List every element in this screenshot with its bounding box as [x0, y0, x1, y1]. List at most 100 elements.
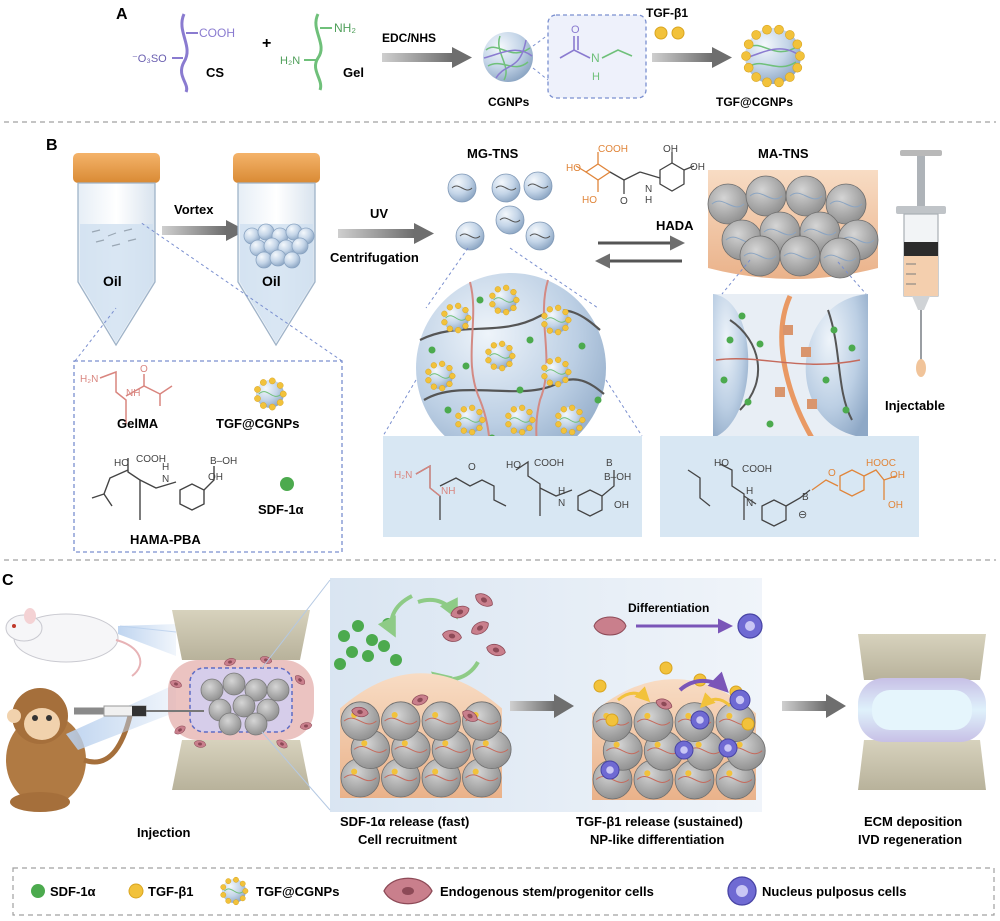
ma-n: N: [746, 498, 753, 509]
hama-ho: HO: [114, 458, 129, 469]
tgf-dot: [268, 403, 276, 411]
injection-label: Injection: [137, 825, 191, 840]
tgf-dot: [605, 713, 619, 727]
tgf-dot: [555, 421, 562, 428]
microsphere: [244, 712, 268, 736]
crosslink-node: [775, 387, 785, 397]
tgf-dot: [695, 741, 702, 748]
tgf-dot: [425, 377, 432, 384]
panel-label-b: B: [46, 137, 58, 154]
tgf-dot: [546, 327, 553, 334]
np-cell: [718, 738, 738, 758]
tgf-dot: [441, 319, 448, 326]
sdf-dot: [526, 336, 534, 344]
hada-structure: COOH HO OH OH HO O N H: [566, 144, 705, 207]
sdf-dot: [444, 406, 452, 414]
tgf-dot: [476, 408, 483, 416]
tgf-dot: [560, 427, 567, 434]
microsphere-network: [465, 774, 499, 782]
tgf-dot: [449, 372, 456, 380]
tgf-dot: [260, 379, 267, 386]
step4-line2: IVD regeneration: [858, 832, 962, 847]
tgf-cgnp: [425, 360, 456, 392]
vortex-arrow: [162, 220, 246, 241]
stem-cell-nucleus: [480, 597, 488, 603]
stem-cell: [193, 740, 207, 748]
tgf-dot: [441, 310, 448, 317]
tgf-dot: [490, 363, 497, 370]
tgf-dot: [644, 712, 651, 720]
mg-o: O: [468, 462, 476, 473]
stem-cell: [442, 630, 462, 642]
tgf-dot: [519, 429, 526, 436]
ma-o: O: [828, 468, 836, 479]
tgf-dot: [489, 292, 496, 299]
microsphere-network: [424, 717, 458, 725]
tgf-dot: [460, 406, 467, 413]
regenerated-disc: [858, 634, 986, 790]
tgf-dot: [233, 899, 239, 906]
sphere-network: [823, 254, 857, 262]
tgf-dot: [576, 424, 583, 432]
tgf-release-arrow: [617, 686, 651, 703]
microsphere-network: [636, 718, 671, 726]
sdf-dot: [720, 376, 728, 384]
step2-line1: SDF-1α release (fast): [340, 814, 469, 829]
tgf-dot: [462, 306, 469, 314]
microsphere-network: [677, 776, 712, 783]
stem-cell-nucleus: [476, 625, 484, 631]
tgf-dot: [741, 51, 751, 61]
tgf-cgnp: [505, 404, 536, 436]
cgnp-strand: [258, 391, 282, 397]
tgf-dot: [774, 24, 784, 35]
gelma-o: O: [140, 364, 148, 375]
tgf-dot: [685, 712, 692, 720]
cgnp-strand: [545, 317, 567, 323]
microsphere-network: [636, 776, 671, 783]
hada-cooh: COOH: [598, 144, 628, 155]
stem-cell-nucleus: [456, 609, 464, 615]
ma-tns-label: MA-TNS: [758, 146, 809, 161]
mg-h2n: H₂N: [394, 470, 412, 481]
stem-cell: [411, 694, 429, 706]
stem-cell: [174, 725, 186, 735]
np-cell-nucleus: [606, 766, 614, 774]
ma-b: B: [802, 492, 809, 503]
cgnp-strand: [559, 417, 581, 423]
np-cell-nucleus: [680, 746, 688, 754]
tgf-dot: [499, 340, 506, 347]
tgf-dot: [220, 892, 227, 898]
spine-injection: [74, 610, 314, 790]
tgf-dot: [529, 416, 536, 424]
legend-np: Nucleus pulposus cells: [762, 884, 907, 899]
arrow-c2: [782, 694, 846, 718]
sdf-dot: [578, 342, 586, 350]
mg-tns-zoom: [382, 247, 643, 463]
tgf-cgnp: [541, 304, 572, 336]
crosslink-node: [807, 399, 817, 409]
stem-cell-nucleus: [357, 709, 363, 715]
cgnp-particle: [483, 32, 533, 82]
sdf-dot: [346, 646, 358, 658]
ma-tns-zoom: [713, 259, 868, 440]
tgf-dot: [569, 404, 576, 411]
tgf-dot: [685, 770, 692, 777]
tgf-dot: [555, 412, 562, 419]
hydrogel-differentiation: [592, 679, 766, 800]
hama-oh: OH: [208, 472, 223, 483]
tgf-dot: [569, 429, 576, 436]
sdf-dot: [462, 362, 470, 370]
tgf-dot: [510, 288, 517, 296]
step2-line2: Cell recruitment: [358, 832, 458, 847]
tgf-beads-a: [654, 26, 685, 40]
tgf-dot: [555, 381, 562, 388]
hama-cooh: COOH: [136, 454, 166, 465]
hama-n: N: [162, 474, 169, 485]
panel-label-c: C: [2, 572, 14, 589]
tgf-dot: [439, 385, 446, 392]
sdf-dot: [744, 398, 752, 406]
tgf-dot: [562, 308, 569, 316]
tgf-dot: [439, 360, 446, 367]
tgf-dot: [276, 399, 284, 406]
